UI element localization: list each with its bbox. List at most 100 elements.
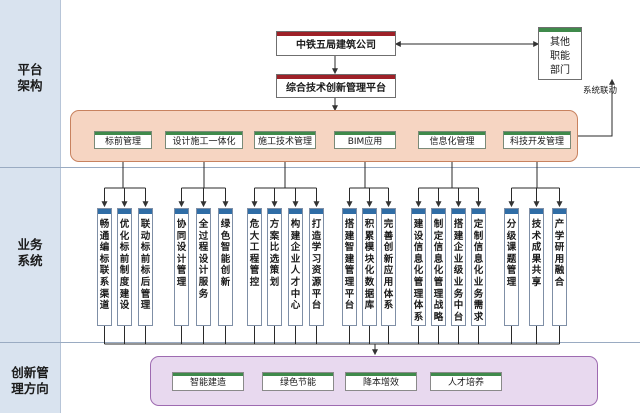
category-label: 施工技术管理 xyxy=(257,136,312,147)
service-label: 优化标前制度建设 xyxy=(119,219,130,312)
other-dept-label: 其他 职能 部门 xyxy=(550,37,570,76)
company-name: 中铁五局建筑公司 xyxy=(296,40,376,51)
service-label: 制定信息化管理战略 xyxy=(433,219,444,323)
service-accent xyxy=(118,209,131,214)
section-label-direction: 创新管 理方向 xyxy=(11,365,49,396)
service-accent xyxy=(219,209,232,214)
direction-accent xyxy=(431,373,501,376)
service-column: 打造学习资源平台 xyxy=(309,208,324,326)
section-label-platform: 平台 架构 xyxy=(17,62,43,93)
service-column: 优化标前制度建设 xyxy=(117,208,132,326)
category-box: 设计施工一体化 xyxy=(165,131,243,149)
section-divider xyxy=(0,342,640,343)
service-column: 积累模块化数据库 xyxy=(362,208,377,326)
category-accent xyxy=(504,132,570,135)
category-accent xyxy=(255,132,315,135)
service-label: 联动标前标后管理 xyxy=(140,219,151,312)
direction-accent xyxy=(173,373,243,376)
service-label: 协同设计管理 xyxy=(176,219,187,288)
company-box: 中铁五局建筑公司 xyxy=(276,31,396,56)
other-dept-box: 其他 职能 部门 xyxy=(538,27,582,80)
service-accent xyxy=(452,209,465,214)
category-box: BIM应用 xyxy=(334,131,396,149)
service-label: 搭建智建管理平台 xyxy=(344,219,355,312)
service-label: 分级课题管理 xyxy=(506,219,517,288)
service-column: 搭建企业级业务中台 xyxy=(451,208,466,326)
service-label: 技术成果共享 xyxy=(531,219,542,288)
service-label: 构建企业人才中心 xyxy=(290,219,301,312)
other-dept-accent xyxy=(539,28,581,32)
service-accent xyxy=(310,209,323,214)
category-box: 科技开发管理 xyxy=(503,131,571,149)
service-accent xyxy=(472,209,485,214)
platform-band xyxy=(70,110,578,162)
platform-box: 综合技术创新管理平台 xyxy=(276,74,396,98)
service-column: 危大工程管控 xyxy=(247,208,262,326)
category-accent xyxy=(166,132,242,135)
service-label: 全过程设计服务 xyxy=(198,219,209,300)
service-label: 危大工程管控 xyxy=(249,219,260,288)
direction-label: 绿色节能 xyxy=(279,378,316,388)
platform-box-accent xyxy=(277,75,395,79)
service-label: 方案比选策划 xyxy=(269,219,280,288)
service-column: 完善创新应用体系 xyxy=(381,208,396,326)
service-accent xyxy=(175,209,188,214)
company-box-accent xyxy=(277,32,395,36)
service-accent xyxy=(248,209,261,214)
service-column: 分级课题管理 xyxy=(504,208,519,326)
direction-box: 绿色节能 xyxy=(262,372,334,391)
service-label: 绿色智能创新 xyxy=(220,219,231,288)
service-accent xyxy=(268,209,281,214)
service-column: 技术成果共享 xyxy=(529,208,544,326)
category-label: BIM应用 xyxy=(347,136,383,147)
service-column: 畅通编标联系渠道 xyxy=(97,208,112,326)
direction-box: 人才培养 xyxy=(430,372,502,391)
service-column: 搭建智建管理平台 xyxy=(342,208,357,326)
service-column: 方案比选策划 xyxy=(267,208,282,326)
direction-label: 降本增效 xyxy=(362,378,399,388)
service-column: 全过程设计服务 xyxy=(196,208,211,326)
section-label-band xyxy=(0,0,61,413)
service-accent xyxy=(197,209,210,214)
category-label: 标前管理 xyxy=(104,136,141,147)
direction-accent xyxy=(263,373,333,376)
service-label: 定制信息化业务需求 xyxy=(473,219,484,323)
platform-name: 综合技术创新管理平台 xyxy=(286,82,386,94)
service-accent xyxy=(505,209,518,214)
service-accent xyxy=(363,209,376,214)
direction-box: 智能建造 xyxy=(172,372,244,391)
service-column: 产学研用融合 xyxy=(552,208,567,326)
service-accent xyxy=(382,209,395,214)
service-accent xyxy=(98,209,111,214)
service-label: 建设信息化管理体系 xyxy=(413,219,424,323)
system-link-label: 系统联动 xyxy=(583,86,618,96)
category-accent xyxy=(335,132,395,135)
section-label-business: 业务 系统 xyxy=(17,237,43,268)
category-box: 标前管理 xyxy=(94,131,152,149)
category-accent xyxy=(419,132,485,135)
service-label: 畅通编标联系渠道 xyxy=(99,219,110,312)
direction-label: 智能建造 xyxy=(189,378,226,388)
service-column: 协同设计管理 xyxy=(174,208,189,326)
direction-label: 人才培养 xyxy=(447,378,484,388)
service-column: 建设信息化管理体系 xyxy=(411,208,426,326)
service-accent xyxy=(432,209,445,214)
service-accent xyxy=(530,209,543,214)
section-divider xyxy=(0,167,640,168)
service-label: 产学研用融合 xyxy=(554,219,565,288)
service-accent xyxy=(139,209,152,214)
category-label: 信息化管理 xyxy=(429,136,475,147)
category-box: 施工技术管理 xyxy=(254,131,316,149)
service-column: 制定信息化管理战略 xyxy=(431,208,446,326)
service-accent xyxy=(289,209,302,214)
category-label: 设计施工一体化 xyxy=(172,136,236,147)
service-label: 积累模块化数据库 xyxy=(364,219,375,312)
service-column: 绿色智能创新 xyxy=(218,208,233,326)
service-label: 搭建企业级业务中台 xyxy=(453,219,464,323)
service-accent xyxy=(553,209,566,214)
service-label: 打造学习资源平台 xyxy=(311,219,322,312)
service-accent xyxy=(343,209,356,214)
service-column: 联动标前标后管理 xyxy=(138,208,153,326)
